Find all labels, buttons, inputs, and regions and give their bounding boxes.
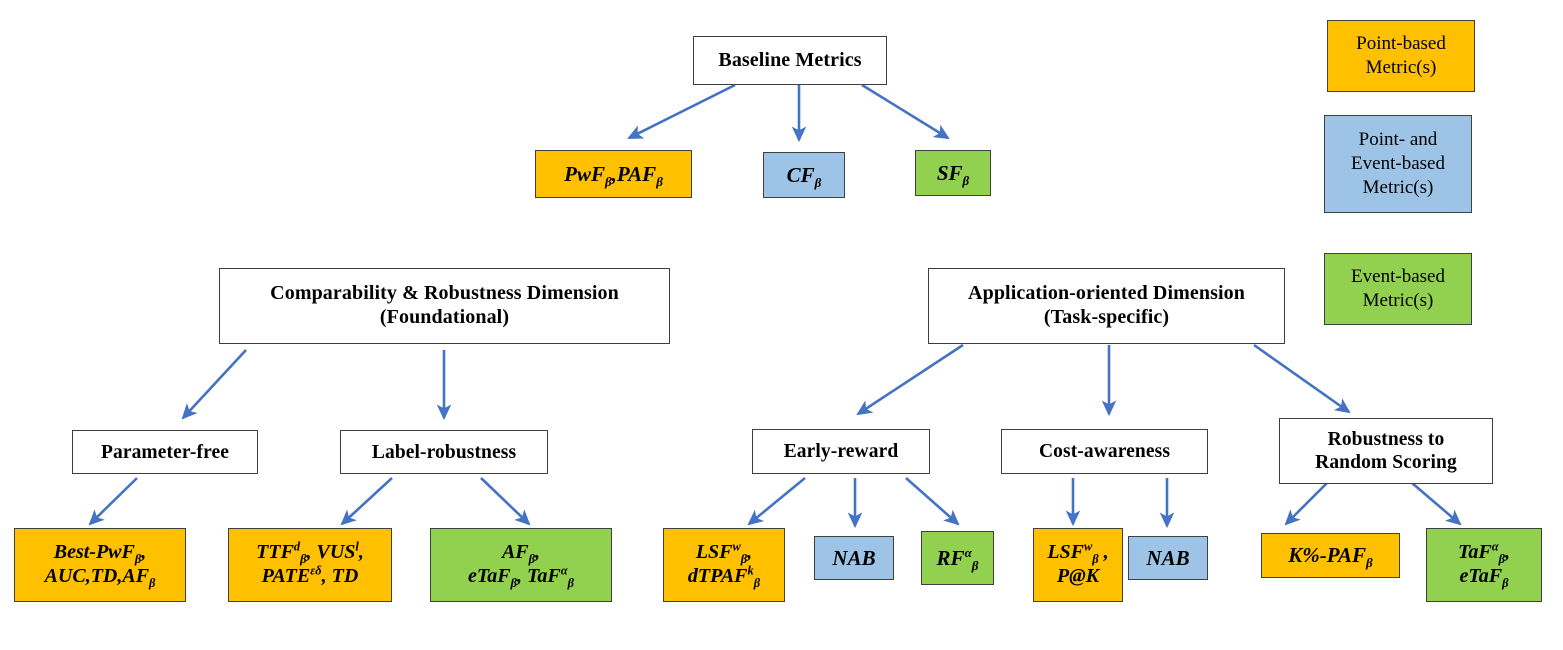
metric-sf-label: SFβ — [936, 160, 970, 188]
legend-point-event-line2: Event-based — [1351, 152, 1445, 174]
leaf-ttf-line2: PATEεδ, TD — [261, 563, 359, 587]
dimension-application-line2: (Task-specific) — [1043, 306, 1170, 328]
category-early-reward-label: Early-reward — [783, 441, 899, 462]
category-cost-awareness-label: Cost-awareness — [1038, 441, 1171, 462]
legend-item-point-and-event-based: Point- and Event-based Metric(s) — [1324, 115, 1472, 213]
dimension-comparability-line2: (Foundational) — [379, 306, 510, 328]
leaf-rf[interactable]: RFαβ — [921, 531, 994, 585]
metric-pwf-paf-label: PwFβ,PAFβ — [564, 161, 663, 189]
leaf-nab-early[interactable]: NAB — [814, 536, 894, 580]
leaf-lsf-pk-line1: LSFwβ , — [1047, 539, 1109, 567]
leaf-kpct-paf-label: K%-PAFβ — [1288, 543, 1373, 571]
metric-pwf-paf[interactable]: PwFβ,PAFβ — [535, 150, 692, 198]
leaf-taf-etaf-line2: eTaFβ — [1459, 565, 1509, 590]
leaf-ttf-line1: TTFdβ, VUSl, — [256, 539, 364, 567]
leaf-lsf-pk-line2: P@K — [1056, 565, 1100, 587]
node-category-parameter-free[interactable]: Parameter-free — [72, 430, 258, 474]
arrow-comp-to-paramfree — [181, 349, 247, 420]
node-category-label-robustness[interactable]: Label-robustness — [340, 430, 548, 474]
metric-cf[interactable]: CFβ — [763, 152, 845, 198]
category-robustness-line2: Random Scoring — [1315, 452, 1457, 473]
leaf-best-pwf-line2: AUC,TD,AFβ — [44, 565, 156, 590]
node-category-early-reward[interactable]: Early-reward — [752, 429, 930, 474]
category-label-robustness-label: Label-robustness — [371, 441, 517, 463]
legend-point-based-line2: Metric(s) — [1365, 57, 1437, 78]
metric-cf-label: CFβ — [786, 162, 822, 190]
arrow-random-to-leaf9 — [1284, 482, 1328, 526]
dimension-application-line1: Application-oriented Dimension — [968, 282, 1245, 305]
legend-point-based-line1: Point-based — [1356, 32, 1446, 54]
arrow-labelrob-to-leaf2 — [340, 477, 393, 526]
arrow-labelrob-to-leaf3 — [480, 477, 531, 526]
node-category-cost-awareness[interactable]: Cost-awareness — [1001, 429, 1208, 474]
leaf-best-pwf-auc-td-af[interactable]: Best-PwFβ, AUC,TD,AFβ — [14, 528, 186, 602]
legend-point-event-line1: Point- and — [1358, 128, 1438, 150]
legend-point-event-line3: Metric(s) — [1362, 177, 1434, 199]
legend-event-based-line2: Metric(s) — [1362, 290, 1434, 311]
leaf-lsf-dtpaf[interactable]: LSFwβ, dTPAFkβ — [663, 528, 785, 602]
leaf-af-line1: AFβ, — [501, 541, 541, 567]
category-parameter-free-label: Parameter-free — [100, 441, 230, 463]
dimension-comparability-line1: Comparability & Robustness Dimension — [270, 282, 619, 305]
arrow-app-to-early — [856, 343, 964, 416]
category-robustness-line1: Robustness to — [1327, 429, 1445, 450]
leaf-af-line2: eTaFβ, TaFαβ — [468, 563, 574, 590]
arrow-paramfree-to-leaf1 — [88, 477, 138, 526]
node-dimension-comparability[interactable]: Comparability & Robustness Dimension (Fo… — [219, 268, 670, 344]
leaf-taf-etaf-line1: TaFαβ, — [1458, 539, 1510, 567]
arrow-random-to-leaf10 — [1411, 482, 1462, 526]
leaf-nab-cost[interactable]: NAB — [1128, 536, 1208, 580]
node-category-robustness-random-scoring[interactable]: Robustness to Random Scoring — [1279, 418, 1493, 484]
legend-item-event-based: Event-based Metric(s) — [1324, 253, 1472, 325]
arrow-baseline-to-sf — [861, 83, 950, 140]
node-baseline-metrics-label: Baseline Metrics — [718, 48, 862, 71]
legend-event-based-line1: Event-based — [1351, 265, 1445, 287]
leaf-lsf-dtpaf-line2: dTPAFkβ — [687, 563, 761, 590]
leaf-nab-cost-label: NAB — [1146, 545, 1190, 570]
metric-sf[interactable]: SFβ — [915, 150, 991, 196]
leaf-taf-etaf[interactable]: TaFαβ, eTaFβ — [1426, 528, 1542, 602]
leaf-lsf-dtpaf-line1: LSFwβ, — [695, 539, 753, 567]
leaf-nab-early-label: NAB — [832, 545, 876, 570]
leaf-best-pwf-line1: Best-PwFβ, — [53, 541, 147, 567]
node-baseline-metrics[interactable]: Baseline Metrics — [693, 36, 887, 85]
node-dimension-application[interactable]: Application-oriented Dimension (Task-spe… — [928, 268, 1285, 344]
leaf-rf-label: RFαβ — [936, 544, 979, 573]
leaf-ttf-vus-pate-td[interactable]: TTFdβ, VUSl, PATEεδ, TD — [228, 528, 392, 602]
arrow-early-to-leaf6 — [905, 477, 960, 526]
arrow-early-to-leaf4 — [747, 476, 806, 526]
legend-item-point-based: Point-based Metric(s) — [1327, 20, 1475, 92]
leaf-af-etaf-taf[interactable]: AFβ, eTaFβ, TaFαβ — [430, 528, 612, 602]
leaf-kpct-paf[interactable]: K%-PAFβ — [1261, 533, 1400, 578]
arrow-app-to-random — [1253, 343, 1351, 414]
arrow-baseline-to-pwf — [627, 83, 736, 140]
leaf-lsf-pk[interactable]: LSFwβ , P@K — [1033, 528, 1123, 602]
